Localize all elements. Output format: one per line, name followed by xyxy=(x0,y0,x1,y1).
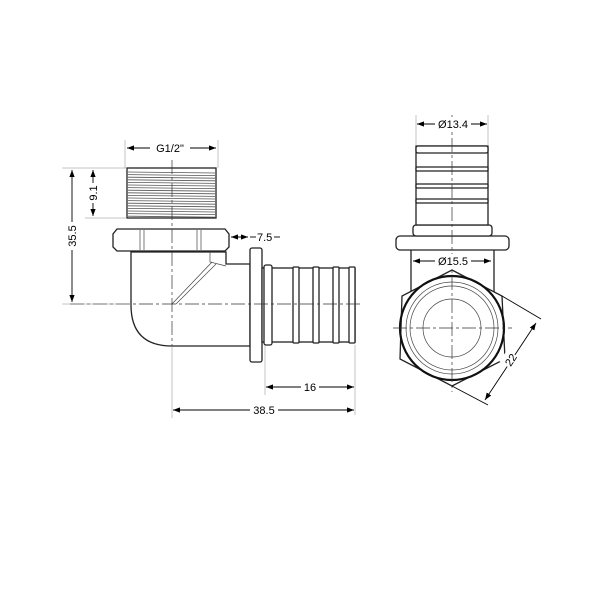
dim-hex-size: 22 xyxy=(503,352,520,369)
elbow-body xyxy=(130,251,251,347)
thread-line xyxy=(127,202,216,205)
thread-line xyxy=(127,197,216,200)
dim-thread-length: 9.1 xyxy=(88,185,100,200)
thread-line xyxy=(127,171,216,174)
thread-line xyxy=(127,176,216,179)
barb xyxy=(261,267,356,343)
dim-barb-diameter: Ø13.4 xyxy=(438,119,468,131)
end-view: Ø13.4 Ø15.5 22 xyxy=(393,115,542,406)
thread-line xyxy=(127,200,216,202)
thread-line xyxy=(127,208,216,210)
thread-line xyxy=(127,182,216,184)
dim-barb-length: 16 xyxy=(304,382,316,394)
thread-line xyxy=(127,205,216,208)
thread-line xyxy=(127,187,216,189)
dim-hex-offset: 7.5 xyxy=(257,232,272,244)
dim-total-length: 38.5 xyxy=(253,405,274,417)
thread-line xyxy=(127,195,216,197)
thread-line xyxy=(127,213,216,215)
hex-nut xyxy=(112,228,230,252)
side-view: G1/2" 35.5 9.1 7.5 16 38.5 xyxy=(62,140,362,418)
thread-line xyxy=(127,215,216,218)
dim-height: 35.5 xyxy=(67,225,79,246)
thread-line xyxy=(127,174,216,176)
thread-line xyxy=(127,192,216,195)
dim-body-diameter: Ø15.5 xyxy=(438,256,468,268)
thread-line xyxy=(127,184,216,187)
thread-line xyxy=(127,189,216,192)
thread-line xyxy=(127,179,216,182)
thread-line xyxy=(127,210,216,213)
end-flange xyxy=(395,235,510,251)
flange xyxy=(249,247,263,363)
dim-thread: G1/2" xyxy=(156,143,184,155)
